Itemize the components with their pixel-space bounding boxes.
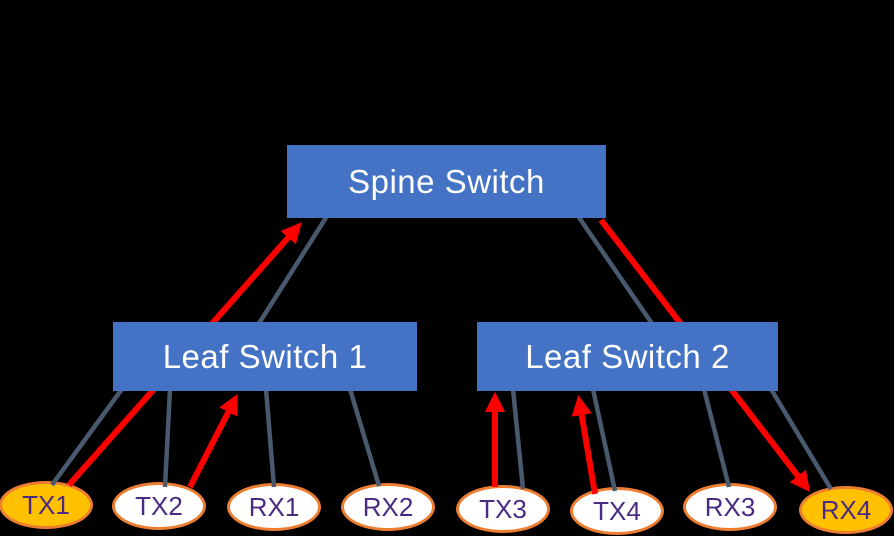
link-spine-leaf2 xyxy=(576,214,655,327)
leaf-switch-1-label: Leaf Switch 1 xyxy=(162,337,368,375)
endpoint-rx4: RX4 xyxy=(799,486,893,534)
flow-tx4-to-leaf2 xyxy=(571,394,598,495)
endpoint-tx4-label: TX4 xyxy=(593,495,641,526)
endpoint-tx3: TX3 xyxy=(456,485,550,533)
link-leaf2-rx3 xyxy=(701,388,732,488)
flow-tx2-to-leaf1 xyxy=(187,393,238,489)
endpoint-rx1-label: RX1 xyxy=(248,491,300,522)
endpoint-tx3-label: TX3 xyxy=(479,493,527,524)
endpoint-tx1: TX1 xyxy=(0,481,93,529)
endpoint-tx2-label: TX2 xyxy=(135,490,183,521)
link-leaf2-tx3 xyxy=(510,388,526,490)
link-spine-leaf1 xyxy=(256,214,329,327)
endpoint-rx1: RX1 xyxy=(227,483,321,531)
link-leaf1-tx2 xyxy=(162,388,173,488)
node-leaf-switch-1: Leaf Switch 1 xyxy=(113,322,417,391)
link-leaf2-rx4 xyxy=(769,387,833,491)
endpoint-tx4: TX4 xyxy=(570,487,664,535)
node-spine-switch: Spine Switch xyxy=(287,145,606,218)
endpoint-rx3: RX3 xyxy=(683,483,777,531)
link-leaf1-rx2 xyxy=(347,388,382,487)
endpoint-rx2: RX2 xyxy=(341,483,435,531)
endpoint-tx2: TX2 xyxy=(112,482,206,530)
spine-switch-label: Spine Switch xyxy=(348,162,545,200)
link-leaf2-tx4 xyxy=(590,388,618,492)
node-leaf-switch-2: Leaf Switch 2 xyxy=(477,322,778,391)
endpoint-tx1-label: TX1 xyxy=(22,489,70,520)
leaf-switch-2-label: Leaf Switch 2 xyxy=(525,337,730,375)
link-leaf1-rx1 xyxy=(263,388,277,488)
endpoint-rx4-label: RX4 xyxy=(820,494,872,525)
endpoint-rx3-label: RX3 xyxy=(704,491,756,522)
endpoint-rx2-label: RX2 xyxy=(362,491,414,522)
link-leaf1-tx1 xyxy=(50,387,124,487)
